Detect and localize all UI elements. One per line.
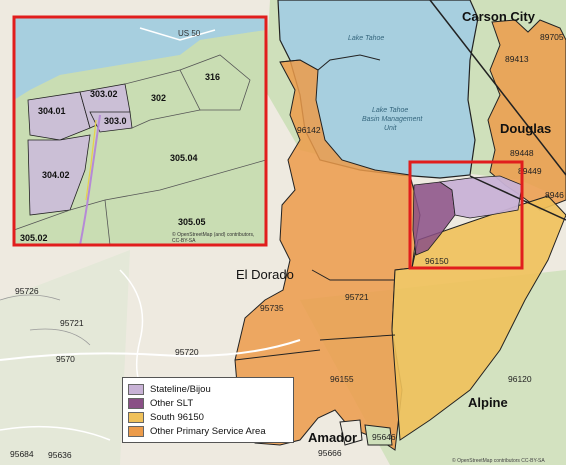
inset-tract-304-02-area xyxy=(27,134,91,216)
tract-label: 304.01 xyxy=(38,106,66,116)
amador-area xyxy=(339,419,363,446)
zip-label: 8946 xyxy=(545,190,564,200)
zip-label: 95646 xyxy=(372,432,396,442)
basin-unit-label-line3: Unit xyxy=(384,125,398,132)
place-label-alpine: Alpine xyxy=(468,395,508,410)
inset-boundary xyxy=(179,54,251,111)
basin-unit-label-line1: Lake Tahoe xyxy=(372,107,408,114)
road xyxy=(0,425,111,441)
zip-label: 95666 xyxy=(318,448,342,458)
state-line-south xyxy=(469,175,566,221)
zip-label: 89705 xyxy=(540,32,564,42)
road xyxy=(0,294,61,301)
tract-label: 303.0 xyxy=(104,116,127,126)
legend-item: Other SLT xyxy=(128,396,288,410)
inset-lake xyxy=(14,17,266,100)
map-attribution: © OpenStreetMap contributors CC-BY-SA xyxy=(452,458,545,464)
zip-95646-area xyxy=(364,424,393,446)
road xyxy=(29,328,91,346)
zip-label: 95684 xyxy=(10,449,34,459)
zip-label: 95720 xyxy=(175,347,199,357)
zip-label: 89413 xyxy=(505,54,529,64)
stateline-bijou-area xyxy=(438,175,523,219)
legend-label: South 96150 xyxy=(150,411,204,423)
legend-label: Other SLT xyxy=(150,397,194,409)
zip-label: 95726 xyxy=(15,286,39,296)
zip-label: 96142 xyxy=(297,125,321,135)
tract-label: 303.02 xyxy=(90,89,118,99)
highlight-box-main xyxy=(408,160,524,270)
tract-label: 304.02 xyxy=(42,170,70,180)
place-label-carson-city: Carson City xyxy=(462,9,536,24)
inset-road xyxy=(79,114,101,246)
legend-swatch xyxy=(128,425,144,437)
legend-label: Other Primary Service Area xyxy=(150,425,266,437)
zip-label: 96155 xyxy=(330,374,354,384)
other-primary-service-area-west xyxy=(234,59,421,451)
zip-label: 95735 xyxy=(260,303,284,313)
place-label-douglas: Douglas xyxy=(500,121,551,136)
inset-map: US 50 304.01 303.02 303.0 302 316 304.02… xyxy=(12,15,268,247)
zip-label: 89448 xyxy=(510,148,534,158)
land-west xyxy=(0,250,130,465)
legend-swatch xyxy=(128,383,144,395)
tract-label: 305.05 xyxy=(178,217,206,227)
zip-boundary xyxy=(319,334,396,341)
zip-boundary xyxy=(234,349,321,361)
legend-item: South 96150 xyxy=(128,410,288,424)
tract-label: 305.02 xyxy=(20,233,48,243)
legend-swatch xyxy=(128,411,144,423)
zip-label: 96120 xyxy=(508,374,532,384)
inset-frame xyxy=(12,15,268,247)
legend-label: Stateline/Bijou xyxy=(150,383,211,395)
zip-label: 89449 xyxy=(518,166,542,176)
zip-label: 95721 xyxy=(60,318,84,328)
lake-label-tahoe: Lake Tahoe xyxy=(348,35,384,42)
legend-item: Other Primary Service Area xyxy=(128,424,288,438)
place-label-el-dorado: El Dorado xyxy=(236,267,294,282)
inset-boundary xyxy=(104,159,267,201)
road xyxy=(0,339,301,361)
inset-attribution-line2: CC-BY-SA xyxy=(172,238,196,244)
inset-road xyxy=(85,119,97,201)
zip-label: 96150 xyxy=(425,256,449,266)
tract-label: 316 xyxy=(205,72,220,82)
tract-label: 305.04 xyxy=(170,153,198,163)
zip-label: 95721 xyxy=(345,292,369,302)
zip-label: 95636 xyxy=(48,450,72,460)
legend-item: Stateline/Bijou xyxy=(128,382,288,396)
inset-attribution-line1: © OpenStreetMap (and) contributors, xyxy=(172,231,254,238)
basin-unit-label-line2: Basin Management xyxy=(362,116,423,123)
inset-tract-304-01-area xyxy=(27,91,91,141)
zip-label: 9570 xyxy=(56,354,75,364)
inset-road xyxy=(139,27,216,41)
road-label: US 50 xyxy=(178,29,201,38)
legend-swatch xyxy=(128,397,144,409)
county-boundary-north xyxy=(279,54,381,71)
place-label-amador: Amador xyxy=(308,430,357,445)
map-legend: Stateline/Bijou Other SLT South 96150 Ot… xyxy=(122,377,294,443)
state-line xyxy=(429,0,566,176)
zip-boundary xyxy=(311,269,395,281)
tract-label: 302 xyxy=(151,93,166,103)
